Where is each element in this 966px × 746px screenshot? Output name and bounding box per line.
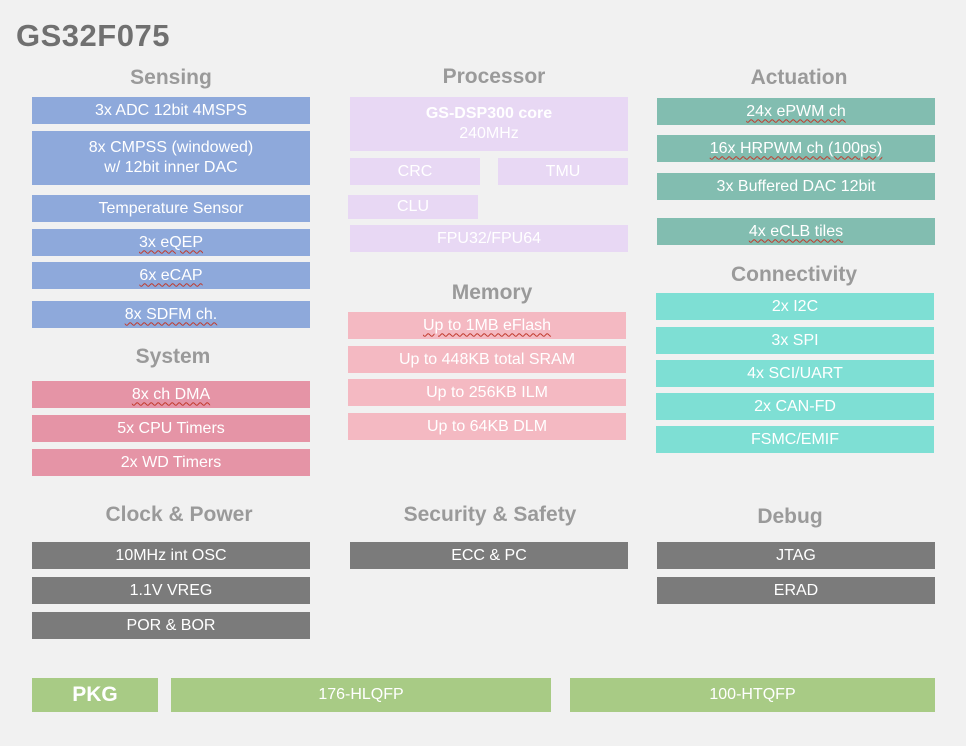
- fpu-block: FPU32/FPU64: [350, 225, 628, 252]
- connectivity-heading: Connectivity: [730, 263, 858, 286]
- can-fd-block: 2x CAN-FD: [656, 393, 934, 420]
- epwm-block: 24x ePWM ch: [657, 98, 935, 125]
- hrpwm-block: 16x HRPWM ch (100ps): [657, 135, 935, 162]
- clu-block: CLU: [348, 195, 478, 219]
- temperature-sensor-block: Temperature Sensor: [32, 195, 310, 222]
- dma-block: 8x ch DMA: [32, 381, 310, 408]
- sci-uart-block: 4x SCI/UART: [656, 360, 934, 387]
- sensing-heading: Sensing: [130, 66, 212, 89]
- buffered-dac-block: 3x Buffered DAC 12bit: [657, 173, 935, 200]
- wd-timers-block: 2x WD Timers: [32, 449, 310, 476]
- dsp-core-block: GS-DSP300 core 240MHz: [350, 97, 628, 151]
- int-osc-block: 10MHz int OSC: [32, 542, 310, 569]
- debug-heading: Debug: [757, 505, 823, 528]
- spi-block: 3x SPI: [656, 327, 934, 354]
- epwm-label: 24x ePWM ch: [746, 102, 846, 120]
- clock-power-heading: Clock & Power: [105, 503, 253, 526]
- ecc-pc-block: ECC & PC: [350, 542, 628, 569]
- eqep-label: 3x eQEP: [138, 233, 204, 251]
- actuation-heading: Actuation: [750, 66, 848, 89]
- eflash-block: Up to 1MB eFlash: [348, 312, 626, 339]
- sdfm-label: 8x SDFM ch.: [124, 305, 218, 323]
- eclb-label: 4x eCLB tiles: [748, 222, 844, 240]
- pkg-100-htqfp: 100-HTQFP: [570, 678, 935, 712]
- cmpss-line-1: 8x CMPSS (windowed): [88, 139, 254, 156]
- processor-heading: Processor: [442, 65, 546, 88]
- erad-block: ERAD: [657, 577, 935, 604]
- i2c-block: 2x I2C: [656, 293, 934, 320]
- sdfm-block: 8x SDFM ch.: [32, 301, 310, 328]
- jtag-block: JTAG: [657, 542, 935, 569]
- por-bor-block: POR & BOR: [32, 612, 310, 639]
- security-heading: Security & Safety: [403, 503, 577, 526]
- cpu-timers-block: 5x CPU Timers: [32, 415, 310, 442]
- core-name: GS-DSP300 core: [425, 105, 553, 122]
- adc-block: 3x ADC 12bit 4MSPS: [32, 97, 310, 124]
- dlm-block: Up to 64KB DLM: [348, 413, 626, 440]
- ilm-block: Up to 256KB ILM: [348, 379, 626, 406]
- tmu-block: TMU: [498, 158, 628, 185]
- ecap-block: 6x eCAP: [32, 262, 310, 289]
- fsmc-emif-block: FSMC/EMIF: [656, 426, 934, 453]
- eqep-block: 3x eQEP: [32, 229, 310, 256]
- eflash-label: Up to 1MB eFlash: [422, 316, 552, 334]
- system-heading: System: [135, 345, 211, 368]
- cmpss-block: 8x CMPSS (windowed) w/ 12bit inner DAC: [32, 131, 310, 185]
- core-frequency: 240MHz: [459, 125, 519, 142]
- sram-block: Up to 448KB total SRAM: [348, 346, 626, 373]
- hrpwm-label: 16x HRPWM ch (100ps): [709, 139, 883, 157]
- pkg-176-hlqfp: 176-HLQFP: [171, 678, 551, 712]
- pkg-label: PKG: [32, 678, 158, 712]
- ecap-label: 6x eCAP: [139, 266, 203, 284]
- vreg-block: 1.1V VREG: [32, 577, 310, 604]
- page-title: GS32F075: [16, 18, 170, 53]
- dma-label: 8x ch DMA: [131, 385, 211, 403]
- memory-heading: Memory: [451, 281, 533, 304]
- cmpss-line-2: w/ 12bit inner DAC: [104, 159, 238, 176]
- crc-block: CRC: [350, 158, 480, 185]
- eclb-block: 4x eCLB tiles: [657, 218, 935, 245]
